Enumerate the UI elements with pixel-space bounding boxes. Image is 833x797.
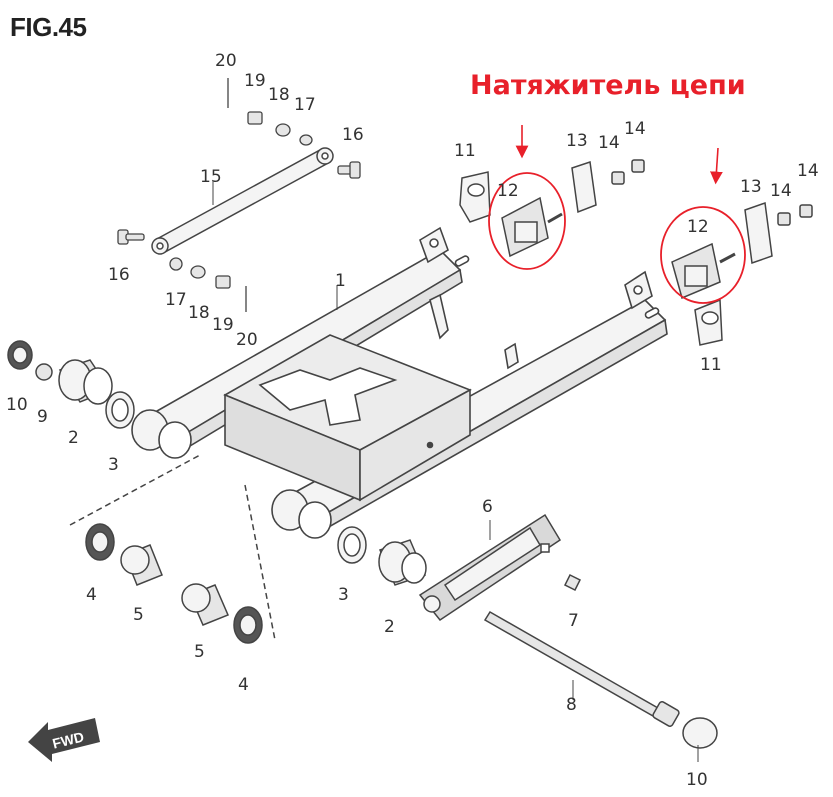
callout-20: 20: [236, 330, 258, 350]
callout-2: 2: [384, 617, 395, 637]
callout-8: 8: [566, 695, 577, 715]
callout-5: 5: [133, 605, 144, 625]
callout-6: 6: [482, 497, 493, 517]
callout-2: 2: [68, 428, 79, 448]
torque-link: [151, 147, 334, 255]
callout-13: 13: [566, 131, 588, 151]
chain-tensioner-right: [660, 201, 813, 346]
figure-title: FIG.45: [10, 12, 87, 42]
callout-14: 14: [624, 119, 646, 139]
callout-19: 19: [244, 71, 266, 91]
left-pivot-parts: [7, 340, 135, 429]
callout-14: 14: [598, 133, 620, 153]
axle: [483, 610, 718, 749]
callout-16: 16: [108, 265, 130, 285]
callout-20: 20: [215, 51, 237, 71]
callout-16: 16: [342, 125, 364, 145]
fwd-arrow-icon: FWD: [28, 718, 100, 762]
callout-17: 17: [294, 95, 316, 115]
callout-3: 3: [108, 455, 119, 475]
callout-19: 19: [212, 315, 234, 335]
callout-1: 1: [335, 271, 346, 291]
red-arrows: [515, 125, 723, 185]
callout-7: 7: [568, 611, 579, 631]
callout-9: 9: [37, 407, 48, 427]
swingarm: [131, 226, 668, 539]
callout-18: 18: [268, 85, 290, 105]
callout-11: 11: [700, 355, 722, 375]
callout-11: 11: [454, 141, 476, 161]
hardware: [117, 78, 361, 312]
callout-5: 5: [194, 642, 205, 662]
fwd-label: FWD: [51, 728, 86, 751]
callout-12: 12: [687, 217, 709, 237]
callout-14: 14: [797, 161, 819, 181]
callout-4: 4: [238, 675, 249, 695]
callout-17: 17: [165, 290, 187, 310]
chain-tensioner-annotation: Натяжитель цепи: [470, 70, 746, 101]
chain-tensioner-left: [459, 159, 645, 270]
callout-18: 18: [188, 303, 210, 323]
callout-4: 4: [86, 585, 97, 605]
callout-3: 3: [338, 585, 349, 605]
callout-13: 13: [740, 177, 762, 197]
callout-14: 14: [770, 181, 792, 201]
callout-10: 10: [6, 395, 28, 415]
leader-lines: [212, 182, 699, 762]
bearing-parts: [69, 454, 276, 644]
right-pivot-parts: [337, 526, 427, 586]
callout-12: 12: [497, 181, 519, 201]
callout-10: 10: [686, 770, 708, 790]
chain-guard: [418, 513, 582, 622]
callout-15: 15: [200, 167, 222, 187]
